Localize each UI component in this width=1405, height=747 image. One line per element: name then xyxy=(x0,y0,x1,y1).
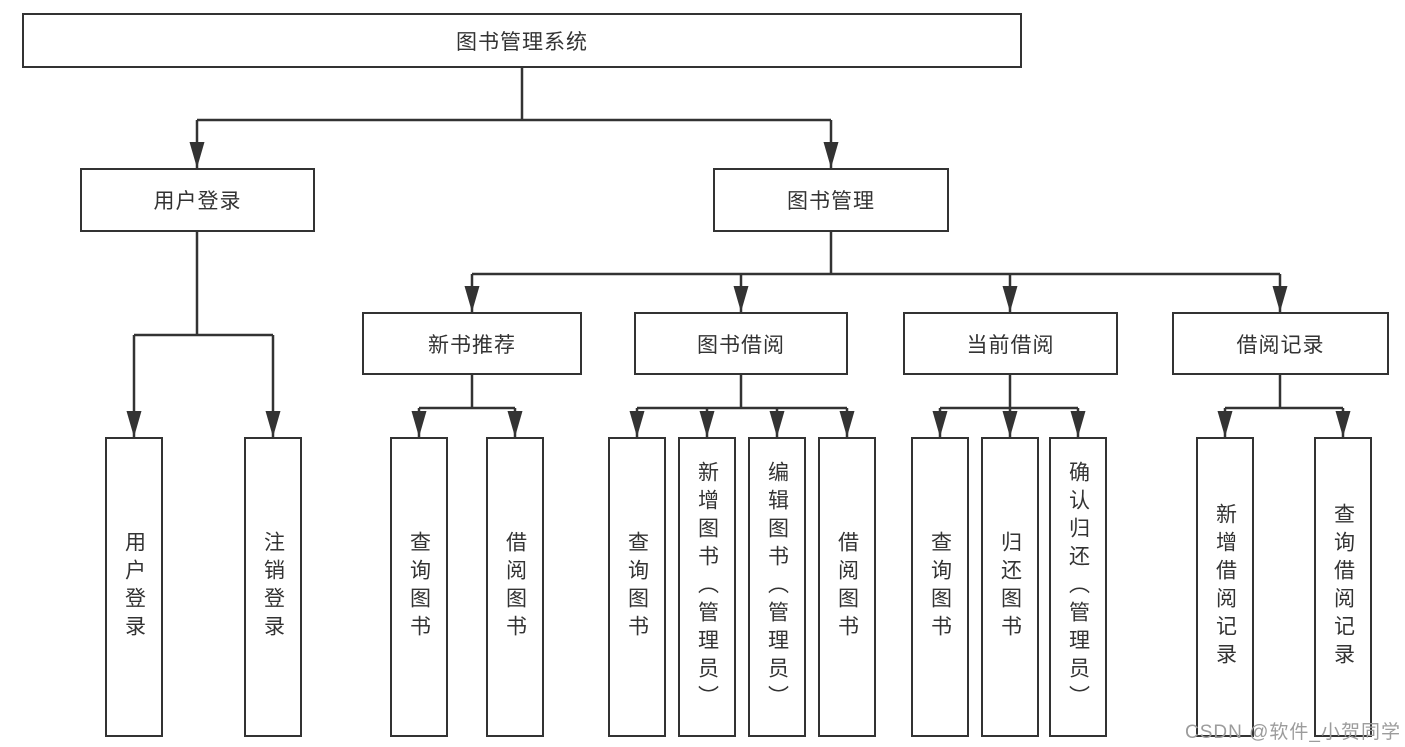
leaf-confirm-return-admin: 确认归还（管理员） xyxy=(1049,437,1107,737)
leaf-logout: 注销登录 xyxy=(244,437,302,737)
node-book-management: 图书管理 xyxy=(713,168,949,232)
leaf-borrow-books: 借阅图书 xyxy=(818,437,876,737)
node-borrow-records-label: 借阅记录 xyxy=(1236,333,1325,357)
node-book-borrow-label: 图书借阅 xyxy=(697,333,785,357)
leaf-query-books-recommend-label: 查询图书 xyxy=(407,531,431,643)
leaf-query-books-recommend: 查询图书 xyxy=(390,437,448,737)
node-user-login: 用户登录 xyxy=(80,168,315,232)
leaf-borrow-books-recommend-label: 借阅图书 xyxy=(503,531,527,643)
leaf-user-login-label: 用户登录 xyxy=(122,531,146,643)
leaf-query-borrow-record: 查询借阅记录 xyxy=(1314,437,1372,737)
leaf-query-borrow-record-label: 查询借阅记录 xyxy=(1331,503,1355,671)
leaf-logout-label: 注销登录 xyxy=(261,531,285,643)
node-new-book-recommend: 新书推荐 xyxy=(362,312,582,375)
leaf-query-books-borrow-label: 查询图书 xyxy=(625,531,649,643)
node-borrow-records: 借阅记录 xyxy=(1172,312,1389,375)
node-root-system: 图书管理系统 xyxy=(22,13,1022,68)
leaf-edit-book-admin: 编辑图书（管理员） xyxy=(748,437,806,737)
tree-arrows xyxy=(126,120,1351,437)
node-current-borrow-label: 当前借阅 xyxy=(966,333,1055,357)
leaf-borrow-books-recommend: 借阅图书 xyxy=(486,437,544,737)
leaf-borrow-books-label: 借阅图书 xyxy=(835,531,859,643)
leaf-user-login: 用户登录 xyxy=(105,437,163,737)
leaf-query-books-borrow: 查询图书 xyxy=(608,437,666,737)
node-book-borrow: 图书借阅 xyxy=(634,312,848,375)
leaf-add-book-admin: 新增图书（管理员） xyxy=(678,437,736,737)
leaf-add-borrow-record: 新增借阅记录 xyxy=(1196,437,1254,737)
leaf-add-borrow-record-label: 新增借阅记录 xyxy=(1213,503,1237,671)
leaf-add-book-admin-label: 新增图书（管理员） xyxy=(695,461,719,713)
node-book-management-label: 图书管理 xyxy=(787,190,875,213)
node-current-borrow: 当前借阅 xyxy=(903,312,1118,375)
node-new-book-recommend-label: 新书推荐 xyxy=(428,333,516,357)
leaf-query-books-current: 查询图书 xyxy=(911,437,969,737)
leaf-confirm-return-admin-label: 确认归还（管理员） xyxy=(1066,461,1090,713)
csdn-watermark: CSDN @软件_小贺同学 xyxy=(1185,722,1401,743)
leaf-query-books-current-label: 查询图书 xyxy=(928,531,952,643)
node-user-login-label: 用户登录 xyxy=(153,190,242,213)
leaf-return-book-label: 归还图书 xyxy=(998,531,1022,643)
leaf-edit-book-admin-label: 编辑图书（管理员） xyxy=(765,461,789,713)
node-root-label: 图书管理系统 xyxy=(456,30,588,54)
leaf-return-book: 归还图书 xyxy=(981,437,1039,737)
